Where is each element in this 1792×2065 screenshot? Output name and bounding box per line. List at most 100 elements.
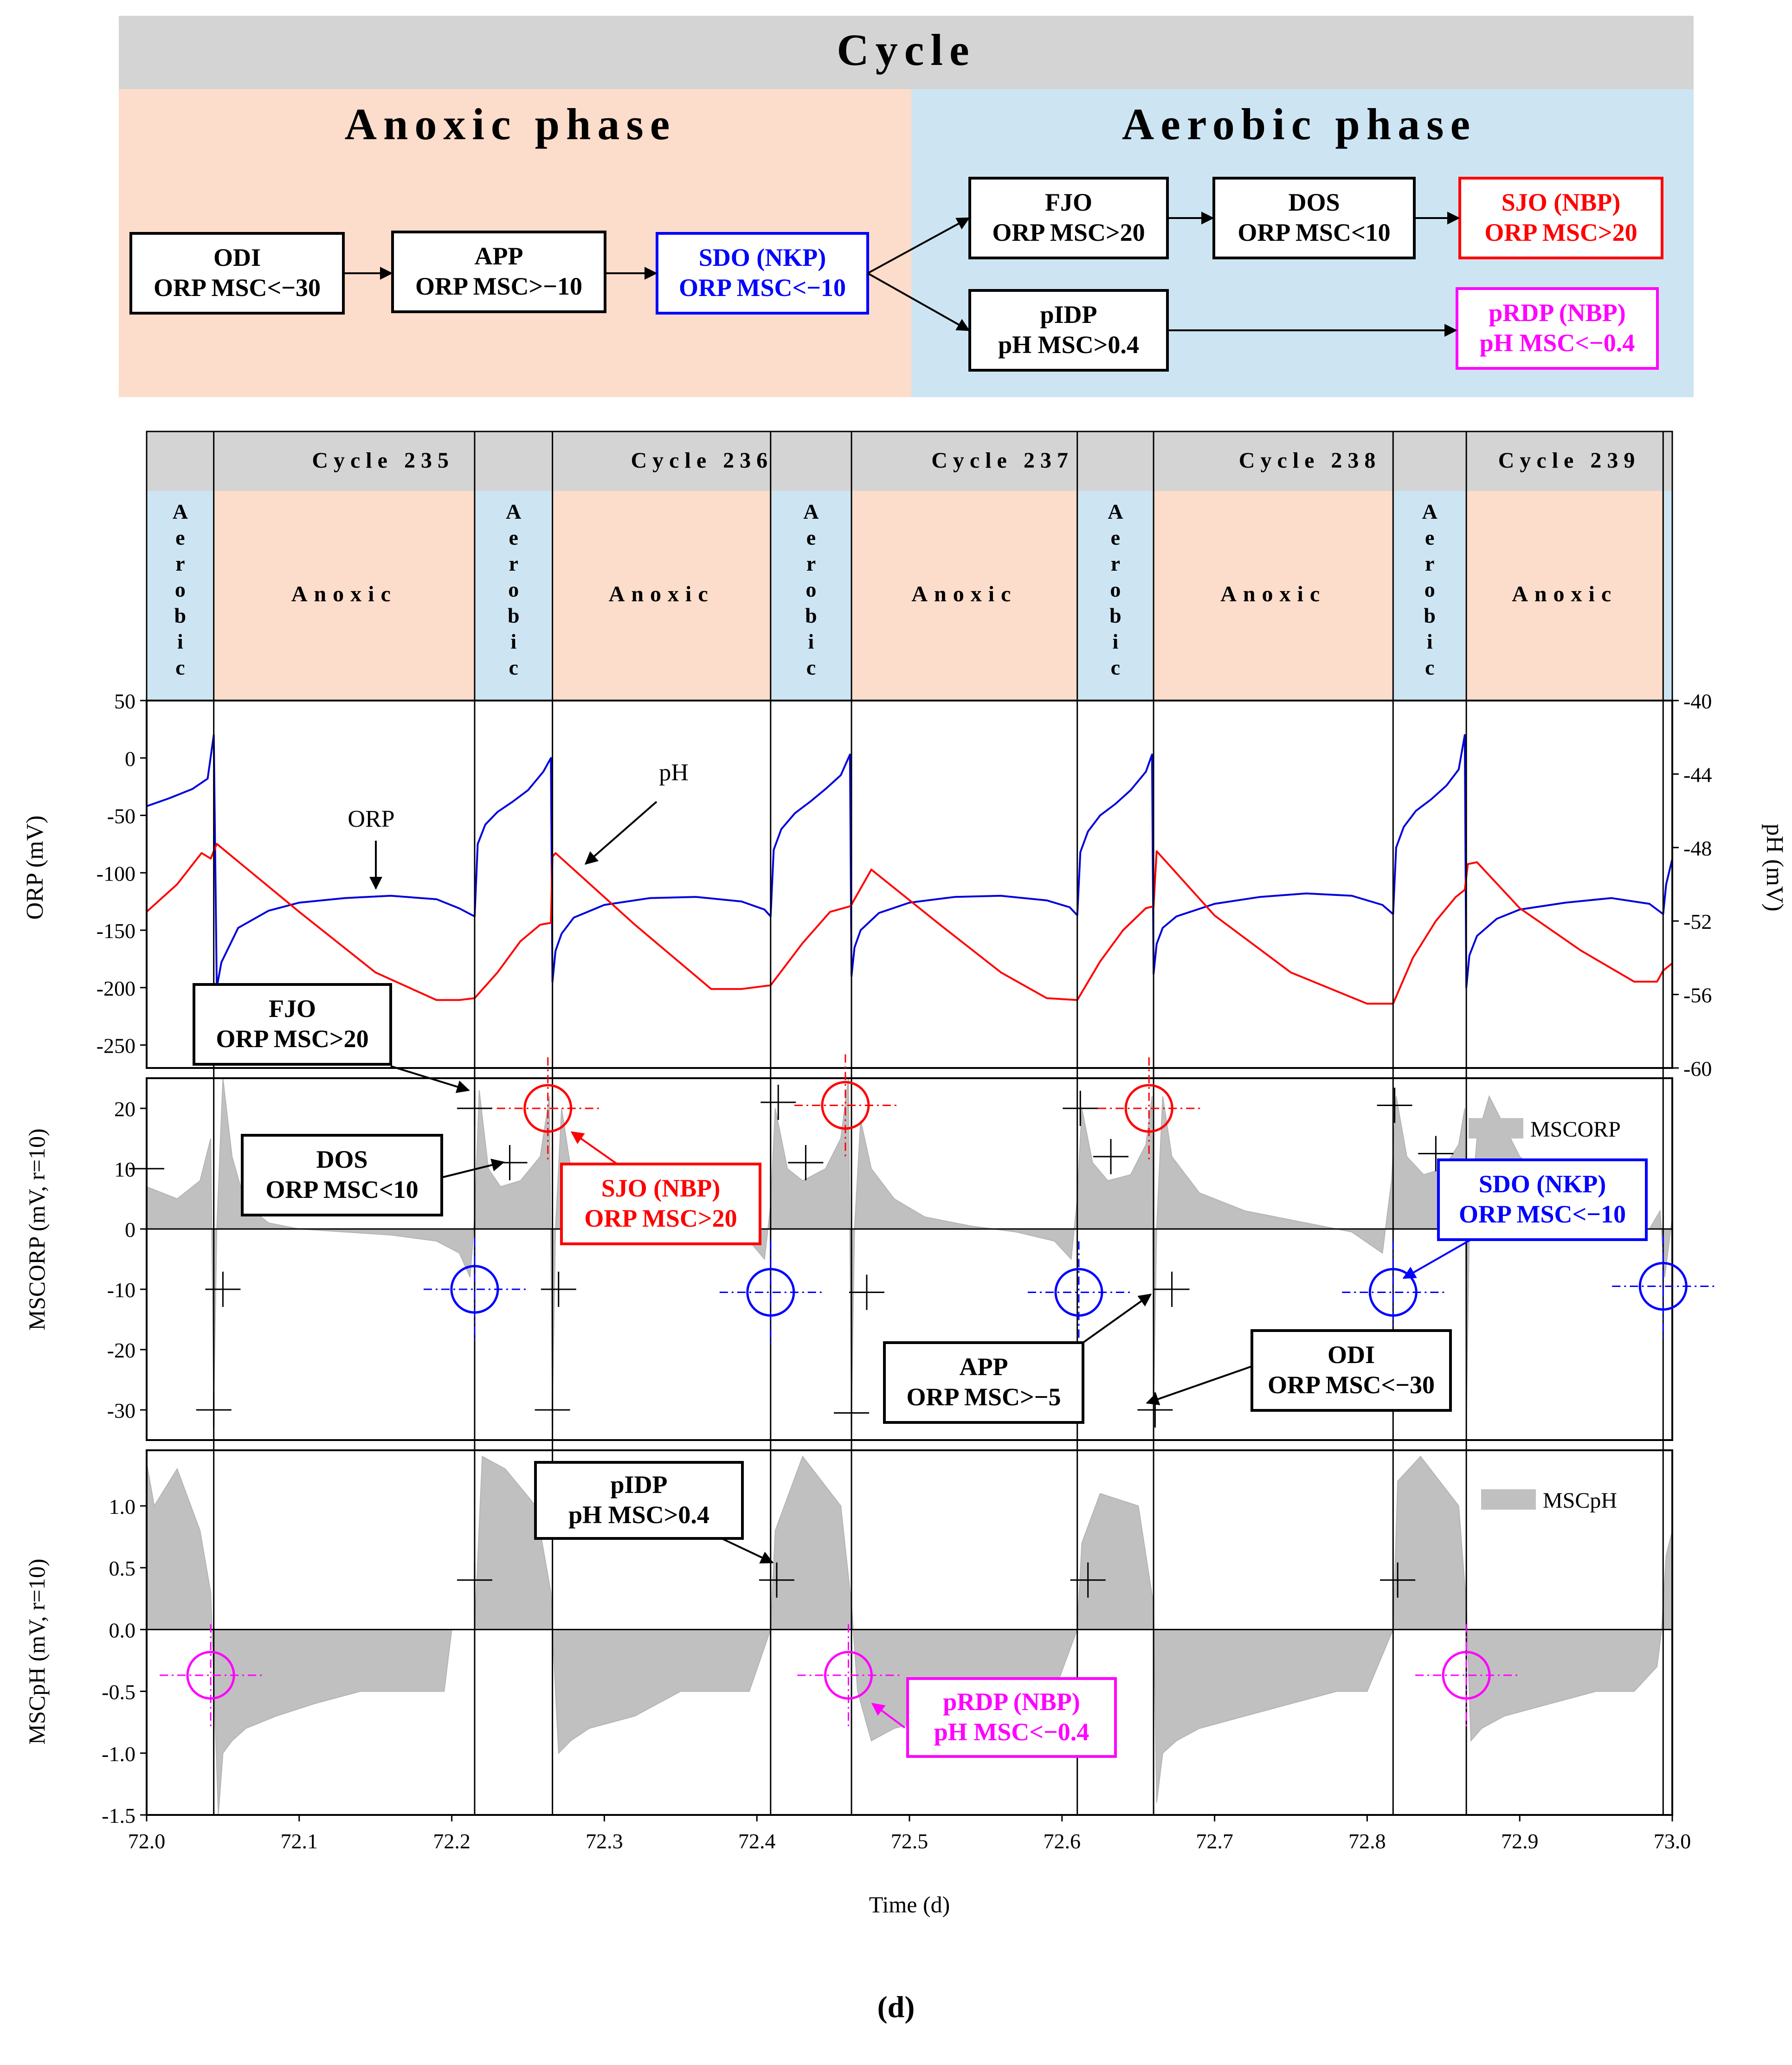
- orp-axis-tick-label-5: -200: [97, 977, 135, 1000]
- flow-box-sjo: SJO (NBP) ORP MSC>20: [1458, 177, 1663, 259]
- panel-frame-0: [146, 700, 1673, 1069]
- flow-box-sjo-line2: ORP MSC>20: [1484, 219, 1637, 246]
- callout-prdp-line2: pH MSC<−0.4: [934, 1718, 1089, 1746]
- msc-orp-cross-marker-2: [196, 1392, 232, 1428]
- legend-msc-orp: MSCORP: [1469, 1117, 1621, 1142]
- msc-orp-circle-marker-19: [1098, 1057, 1200, 1159]
- time-axis-tick-label-1: 72.1: [281, 1829, 318, 1853]
- ph-axis-tick-label-0: -40: [1683, 689, 1712, 713]
- orp-axis-tick-label-2: -50: [107, 804, 135, 828]
- flowchart: Cycle Anoxic phase Aerobic phase ODI ORP…: [119, 16, 1694, 397]
- flow-box-fjo: FJO ORP MSC>20: [968, 177, 1169, 259]
- flow-box-prdp-line1: pRDP (NBP): [1489, 299, 1626, 327]
- ph-series-line: [146, 843, 1673, 1005]
- phase-band-9: [1466, 491, 1663, 701]
- msc-orp-cross-marker-16: [1418, 1136, 1454, 1171]
- msc-ph-axis-tick-label-1: 0.5: [109, 1557, 136, 1580]
- time-axis-tick-label-5: 72.5: [891, 1829, 928, 1853]
- time-axis-title: Time (d): [869, 1891, 950, 1917]
- ph-axis-title: pH (mV): [1761, 823, 1788, 911]
- msc-ph-cross-marker-0: [457, 1562, 492, 1598]
- cycle-header-band: [147, 431, 1672, 491]
- flow-arrows: [343, 212, 1460, 337]
- callout-app-line2: ORP MSC>−5: [906, 1383, 1061, 1411]
- orp-axis-tick-label-6: -250: [97, 1034, 135, 1058]
- msc-orp-circle-marker-17: [496, 1057, 599, 1159]
- phase-label-1: Anoxic: [291, 582, 397, 606]
- ph-axis-tick-label-2: -48: [1683, 836, 1712, 860]
- msc-orp-cross-marker-1: [205, 1272, 241, 1307]
- msc-orp-axis-tick-label-5: -30: [107, 1399, 135, 1422]
- phase-band-10: [1663, 491, 1672, 701]
- callout-dos: DOS ORP MSC<10: [241, 1134, 505, 1216]
- callout-odi-line2: ORP MSC<−30: [1268, 1371, 1435, 1399]
- flow-box-dos-line2: ORP MSC<10: [1238, 219, 1390, 246]
- orp-axis-tick-label-3: -100: [97, 862, 135, 885]
- time-axis-tick-label-8: 72.8: [1348, 1829, 1386, 1853]
- flow-box-app-line1: APP: [475, 242, 523, 270]
- msc-orp-cross-marker-0: [129, 1151, 164, 1186]
- callout-sjo-line1: SJO (NBP): [601, 1174, 721, 1202]
- flow-box-prdp: pRDP (NBP) pH MSC<−0.4: [1456, 287, 1659, 370]
- callout-prdp-line1: pRDP (NBP): [943, 1688, 1080, 1716]
- msc-orp-cross-marker-3: [457, 1091, 492, 1126]
- flow-box-sdo-line2: ORP MSC<−10: [679, 274, 846, 302]
- time-axis-tick-label-3: 72.3: [586, 1829, 623, 1853]
- flow-box-odi-line2: ORP MSC<−30: [154, 274, 321, 302]
- callout-sdo: SDO (NKP) ORP MSC<−10: [1402, 1158, 1648, 1279]
- phase-band-6: [1077, 491, 1154, 701]
- msc-orp-cross-marker-10: [834, 1395, 870, 1431]
- flow-box-pidp-line1: pIDP: [1040, 301, 1097, 328]
- time-axis-tick-label-10: 73.0: [1654, 1829, 1691, 1853]
- flow-box-sdo-line1: SDO (NKP): [699, 244, 826, 271]
- phase-band-4: [770, 491, 852, 701]
- callout-sdo-line1: SDO (NKP): [1479, 1170, 1606, 1198]
- flow-box-sdo: SDO (NKP) ORP MSC<−10: [656, 232, 869, 315]
- phase-band-2: [474, 491, 553, 701]
- cycle-label-4: Cycle 239: [1498, 448, 1641, 473]
- msc-ph-axis-tick-label-2: 0.0: [109, 1618, 136, 1642]
- callout-odi-line1: ODI: [1328, 1341, 1375, 1369]
- ph-axis-tick-label-5: -60: [1683, 1057, 1712, 1081]
- callout-pidp-line2: pH MSC>0.4: [568, 1501, 709, 1529]
- ph-annotation: pH: [584, 759, 689, 865]
- callout-pidp: pIDP pH MSC>0.4: [534, 1461, 774, 1563]
- msc-ph-cross-marker-3: [1380, 1562, 1416, 1598]
- orp-ph-panel: [146, 701, 1673, 1068]
- msc-ph-axis-title: MSCpH (mV, r=10): [24, 1559, 50, 1745]
- orp-axis-title: ORP (mV): [22, 816, 48, 920]
- ph-axis-tick-label-4: -56: [1683, 984, 1712, 1007]
- callout-app-line1: APP: [960, 1353, 1008, 1381]
- msc-ph-panel: [146, 1450, 1673, 1815]
- flow-box-prdp-line2: pH MSC<−0.4: [1480, 329, 1635, 357]
- msc-orp-area: [146, 1078, 1673, 1422]
- orp-annotation-label: ORP: [348, 806, 394, 832]
- flow-box-fjo-line2: ORP MSC>20: [992, 219, 1145, 246]
- ph-axis-tick-label-3: -52: [1683, 910, 1712, 933]
- msc-ph-axis-tick-label-5: -1.5: [102, 1804, 135, 1827]
- phase-background-layer: [147, 491, 1672, 701]
- panel-frames: [146, 431, 1673, 1816]
- panel-frame-1: [146, 1077, 1673, 1441]
- figure-label: (d): [877, 1990, 915, 2024]
- legend-msc-ph: MSCpH: [1481, 1488, 1617, 1513]
- msc-orp-cross-marker-11: [1063, 1091, 1098, 1126]
- orp-axis-tick-label-1: 0: [125, 747, 135, 771]
- callout-fjo-line1: FJO: [269, 995, 316, 1023]
- flow-box-sjo-line1: SJO (NBP): [1502, 188, 1621, 216]
- msc-orp-circle-marker-23: [1342, 1241, 1444, 1344]
- cycle-label-3: Cycle 238: [1239, 448, 1381, 473]
- phase-label-5: Anoxic: [911, 582, 1017, 606]
- flow-box-fjo-line1: FJO: [1045, 188, 1092, 216]
- flow-box-pidp-line2: pH MSC>0.4: [998, 331, 1139, 359]
- msc-orp-axis-title: MSCORP (mV, r=10): [24, 1128, 50, 1330]
- msc-ph-axis-tick-label-3: -0.5: [102, 1680, 135, 1704]
- msc-ph-circle-marker-5: [797, 1624, 900, 1726]
- phase-band-8: [1393, 491, 1467, 701]
- flow-box-odi: ODI ORP MSC<−30: [129, 232, 345, 315]
- legend-msc-ph-label: MSCpH: [1543, 1488, 1617, 1513]
